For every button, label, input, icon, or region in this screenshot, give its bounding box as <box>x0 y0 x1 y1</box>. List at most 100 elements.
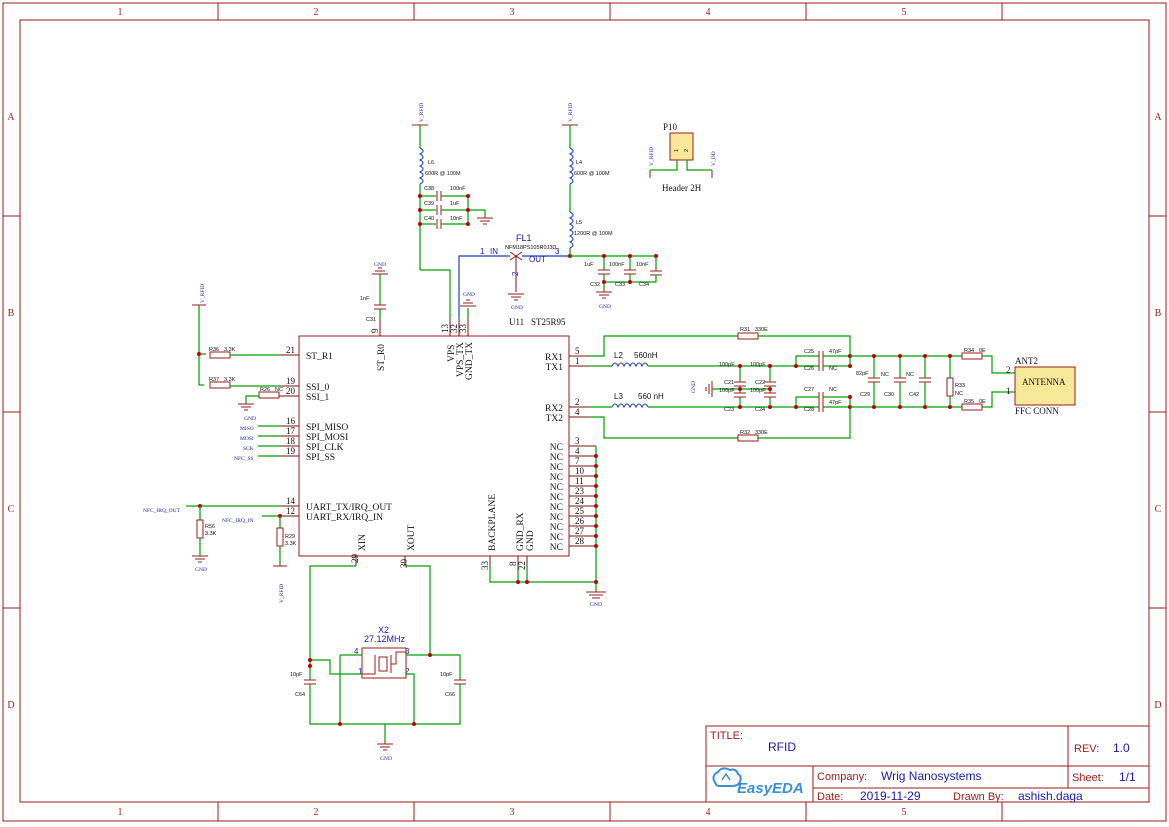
nc-pin-num-24: 24 <box>575 496 585 506</box>
nc-pin-num-3: 3 <box>575 436 580 446</box>
r56-ref: R56 <box>205 524 215 530</box>
r26-ref: R26 <box>260 387 270 393</box>
c42-value: NC <box>906 372 914 378</box>
u11-pin-gnd-rx: GND_RX <box>516 512 526 551</box>
u11-pin-st-r1: ST_R1 <box>306 352 333 362</box>
r35-ref: R35 <box>964 399 974 405</box>
nc-label-10: NC <box>550 533 563 543</box>
nc-pin-num-7: 7 <box>575 456 580 466</box>
u11-pin-16-num: 16 <box>286 416 296 426</box>
nc-label-7: NC <box>550 503 563 513</box>
col-label-top-1: 1 <box>118 7 123 18</box>
u11-pin-ssi1: SSI_1 <box>306 393 329 403</box>
u11-part: ST25R95 <box>531 317 566 327</box>
nc-label-6: NC <box>550 493 563 503</box>
l3-ref: L3 <box>614 392 623 401</box>
u11-chip[interactable]: 21 ST_R1 19 SSI_0 20 SSI_1 16 SPI_MISO 1… <box>279 317 598 592</box>
v-dd-label-p10: V_DD <box>711 151 717 166</box>
u11-pin-rx1: RX1 <box>545 353 563 363</box>
nc-pin-num-23: 23 <box>575 486 585 496</box>
row-label-right-a: A <box>1154 112 1162 123</box>
row-label-right-c: C <box>1155 504 1162 515</box>
net-nfc-ss: NFC_SS <box>234 456 254 462</box>
u11-pin-29-num: 29 <box>350 554 360 564</box>
gnd-label-fl1: GND <box>511 305 523 311</box>
x2-pin3: 3 <box>405 647 410 656</box>
c23-ref: C23 <box>724 407 734 413</box>
c32-ref: C32 <box>590 282 600 288</box>
vps-supply-filter[interactable]: V_RFID L6 600R @ 100M C38 100nF C39 1uF … <box>412 103 493 318</box>
nc-label-11: NC <box>550 543 563 553</box>
c32-value: 1uF <box>584 262 594 268</box>
col-label-bottom-3: 3 <box>510 807 515 818</box>
gnd-label-r56: GND <box>195 567 207 573</box>
l5-value: 1200R @ 100M <box>574 231 613 237</box>
rf-matching-network[interactable]: R31 330E L2 560nH L3 560 nH R32 330E GND <box>589 327 1015 442</box>
u11-pin-spi-ss: SPI_SS <box>306 453 335 463</box>
tx-supply-filter[interactable]: V_RFID L4 600R @ 100M L5 1200R @ 100M GN… <box>562 103 662 310</box>
row-label-left-b: B <box>8 308 15 319</box>
l4-value: 600R @ 100M <box>574 171 610 177</box>
u11-pin-8-num: 8 <box>508 561 518 566</box>
r26-resistor[interactable]: R26 NC GND <box>238 387 283 422</box>
c31-capacitor[interactable]: GND 1nF C31 <box>360 262 388 323</box>
sheet-value: 1/1 <box>1119 770 1136 784</box>
r37-value: 3.3K <box>224 377 236 383</box>
r34-value: 0E <box>979 348 986 354</box>
ant2-pin2: 2 <box>1006 365 1011 375</box>
rev-value: 1.0 <box>1113 741 1130 755</box>
r37-resistor[interactable]: R37 3.3K <box>209 377 279 389</box>
l6-value: 600R @ 100M <box>425 171 461 177</box>
p10-header[interactable]: P10 1 2 V_RFID V_DD Header 2H <box>649 122 717 193</box>
c23-value: 100pF <box>719 388 735 394</box>
r26-value: NC <box>275 387 283 393</box>
c66-value: 10pF <box>440 672 453 678</box>
r31-value: 330E <box>755 327 768 333</box>
u11-designator: U11 <box>509 317 524 327</box>
gnd-label-vps-tx: GND <box>463 292 475 298</box>
company-label: Company: <box>817 771 867 783</box>
c66-ref: C66 <box>445 692 455 698</box>
title-value: RFID <box>768 740 796 754</box>
nc-label-1: NC <box>550 443 563 453</box>
date-label: Date: <box>817 791 843 803</box>
u11-pin-33-num: 33 <box>458 324 468 334</box>
col-label-top-2: 2 <box>314 7 319 18</box>
c28-ref: C28 <box>804 407 814 413</box>
u11-pin-uart-tx: UART_TX/IRQ_OUT <box>306 503 392 513</box>
u11-pin-12-num: 12 <box>286 506 295 516</box>
fl1-ref: FL1 <box>516 233 532 243</box>
v-rfid-label-l4: V_RFID <box>568 103 574 122</box>
u11-pin-21-num: 21 <box>286 345 295 355</box>
u11-pin-st-r0: ST_R0 <box>377 344 387 371</box>
c25-value: 47pF <box>829 349 842 355</box>
u11-pin-gnd: GND <box>526 530 536 551</box>
v-rfid-left-net: V_RFID <box>192 284 206 386</box>
row-label-left-d: D <box>7 700 14 711</box>
col-label-bottom-4: 4 <box>706 807 711 818</box>
fl1-pin-in: 1 <box>480 247 485 256</box>
u11-pin-rx2: RX2 <box>545 404 563 414</box>
u11-pin-uart-rx: UART_RX/IRQ_IN <box>306 513 383 523</box>
u11-pin-vps: VPS <box>447 345 457 362</box>
fl1-filter[interactable]: FL1 NFM18PS105R0J3D GND 1 IN OUT 3 2 <box>480 233 570 311</box>
c29-ref: C29 <box>860 392 870 398</box>
net-mosi: MOSI <box>240 436 254 442</box>
c26-value: NC <box>829 366 837 372</box>
u11-pin-spi-miso: SPI_MISO <box>306 423 348 433</box>
ant2-antenna-connector[interactable]: ANT2 ANTENNA 2 1 FFC CONN <box>1006 356 1076 416</box>
u11-pin-2-num: 2 <box>575 397 580 407</box>
c33-value: 100nF <box>609 262 625 268</box>
u11-pin-13-num: 13 <box>440 324 450 334</box>
c34-value: 10nF <box>636 262 649 268</box>
c21-ref: C21 <box>724 380 734 386</box>
c21-value: 100pF <box>719 362 735 368</box>
u11-pin-32-num: 32 <box>449 324 459 333</box>
col-label-top-3: 3 <box>510 7 515 18</box>
x2-crystal[interactable]: X2 27.12MHz 4 3 1 2 GND 10pF C64 10pF C6… <box>290 565 466 762</box>
v-rfid-label-l6: V_RFID <box>419 103 425 122</box>
r36-resistor[interactable]: R36 3.3K <box>209 347 279 359</box>
p10-pin2: 2 <box>684 149 690 152</box>
p10-part: Header 2H <box>662 183 702 193</box>
r37-ref: R37 <box>209 377 219 383</box>
